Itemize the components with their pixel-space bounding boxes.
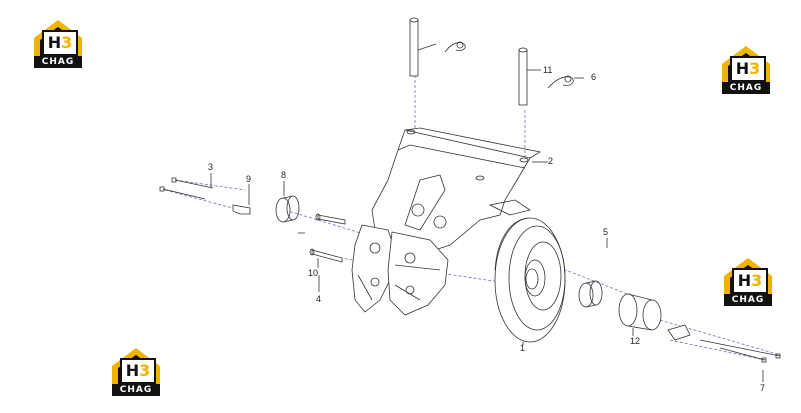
callout-2: 2 <box>548 156 554 166</box>
logo-mark-letter: H <box>125 361 140 380</box>
brand-logo: H3 CHAG <box>30 18 86 68</box>
callout-6: 6 <box>591 72 597 82</box>
bushing-left <box>275 195 300 223</box>
brand-logo: H3 CHAG <box>720 256 776 306</box>
logo-mark-accent: 3 <box>61 33 73 52</box>
brand-logo: H3 CHAG <box>108 346 164 396</box>
logo-mark-letter: H <box>737 271 752 290</box>
r-clip-left <box>444 41 466 53</box>
callout-5: 5 <box>603 227 609 237</box>
brand-logo: H3 CHAG <box>718 44 774 94</box>
callout-7: 7 <box>760 383 766 393</box>
callout-4: 4 <box>316 294 322 304</box>
logo-mark: H3 <box>732 268 768 294</box>
callout-1: 1 <box>520 343 526 353</box>
pin-upper-left <box>409 17 419 77</box>
lock-plate-left <box>232 204 251 215</box>
leader-lines <box>210 43 764 382</box>
bushing-right <box>578 280 603 308</box>
callout-12: 12 <box>630 336 641 346</box>
pin-upper-right <box>518 47 528 106</box>
logo-mark: H3 <box>120 358 156 384</box>
logo-mark: H3 <box>730 56 766 82</box>
logo-mark-accent: 3 <box>139 361 151 380</box>
callout-11: 11 <box>543 65 553 75</box>
shaft-lower <box>309 248 343 263</box>
bolt-left-upper <box>171 177 214 189</box>
bolt-left-lower <box>159 186 206 200</box>
logo-mark: H3 <box>42 30 78 56</box>
callout-3: 3 <box>208 162 214 172</box>
callout-10: 10 <box>308 268 319 278</box>
logo-mark-accent: 3 <box>751 271 763 290</box>
logo-mark-letter: H <box>47 33 62 52</box>
lock-plate-right <box>667 324 691 341</box>
side-plate-right <box>387 231 449 316</box>
bolt-right <box>699 339 781 363</box>
logo-band: CHAG <box>34 56 82 68</box>
logo-mark-accent: 3 <box>749 59 761 78</box>
callout-8: 8 <box>281 170 287 180</box>
logo-mark-letter: H <box>735 59 750 78</box>
logo-band: CHAG <box>724 294 772 306</box>
shaft-upper <box>315 213 346 225</box>
callout-9: 9 <box>246 174 252 184</box>
r-clip-right <box>547 75 574 89</box>
idler-wheel <box>494 217 566 343</box>
logo-band: CHAG <box>722 82 770 94</box>
sleeve <box>618 293 662 331</box>
logo-band: CHAG <box>112 384 160 396</box>
